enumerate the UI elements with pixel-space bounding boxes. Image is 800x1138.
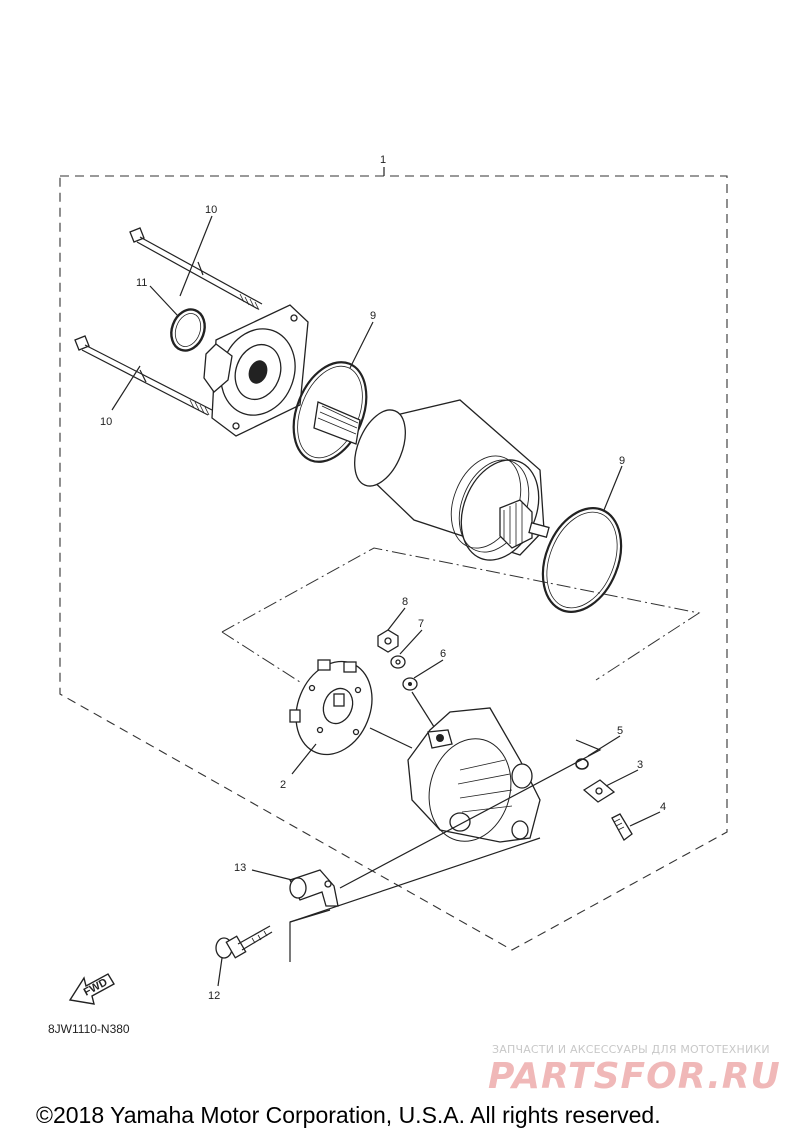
starter-motor-yoke <box>313 399 550 561</box>
callout-8: 8 <box>402 596 408 608</box>
brush-holder <box>289 659 373 756</box>
callout-13: 13 <box>234 862 246 874</box>
reference-plane-edge <box>221 631 301 683</box>
callout-9-front: 9 <box>370 310 376 322</box>
fwd-label: FWD <box>82 976 110 998</box>
callout-6: 6 <box>440 648 446 660</box>
nut-plate <box>582 779 616 803</box>
bolt-4 <box>611 813 633 841</box>
callout-4: 4 <box>660 801 666 813</box>
callout-3: 3 <box>637 759 643 771</box>
bracket-leader-c <box>289 909 331 923</box>
assembly-boundary <box>59 175 728 951</box>
drawing-code: 8JW1110-N380 <box>48 1022 130 1036</box>
gasket-front <box>292 361 368 463</box>
callout-10-lower: 10 <box>100 416 112 428</box>
bracket-leader-a <box>339 739 602 889</box>
rear-cover <box>407 707 541 843</box>
callout-9-rear: 9 <box>619 455 625 467</box>
watermark-tagline: ЗАПЧАСТИ И АКСЕССУАРЫ ДЛЯ МОТОТЕХНИКИ <box>492 1043 770 1056</box>
reference-plane <box>221 547 701 681</box>
callout-2: 2 <box>280 779 286 791</box>
brush-holder-leader <box>369 727 413 749</box>
through-bolt-upper <box>129 227 263 311</box>
callout-11: 11 <box>136 277 147 289</box>
callout-5: 5 <box>617 725 623 737</box>
o-ring-5 <box>575 758 589 770</box>
through-bolt-lower <box>74 335 213 416</box>
fwd-arrow-icon: FWD <box>68 973 115 1005</box>
callout-7: 7 <box>418 618 424 630</box>
bracket <box>289 869 339 907</box>
callout-assy: 1 <box>380 154 386 166</box>
o-ring-small <box>170 308 206 352</box>
callout-10-upper: 10 <box>205 204 217 216</box>
gasket-rear <box>541 507 623 613</box>
callout-12: 12 <box>208 990 220 1002</box>
watermark-logo: PARTSFOR.RU <box>488 1056 781 1097</box>
copyright-notice: ©2018 Yamaha Motor Corporation, U.S.A. A… <box>36 1102 661 1128</box>
front-cover <box>203 304 309 437</box>
bolt-12 <box>215 925 273 959</box>
